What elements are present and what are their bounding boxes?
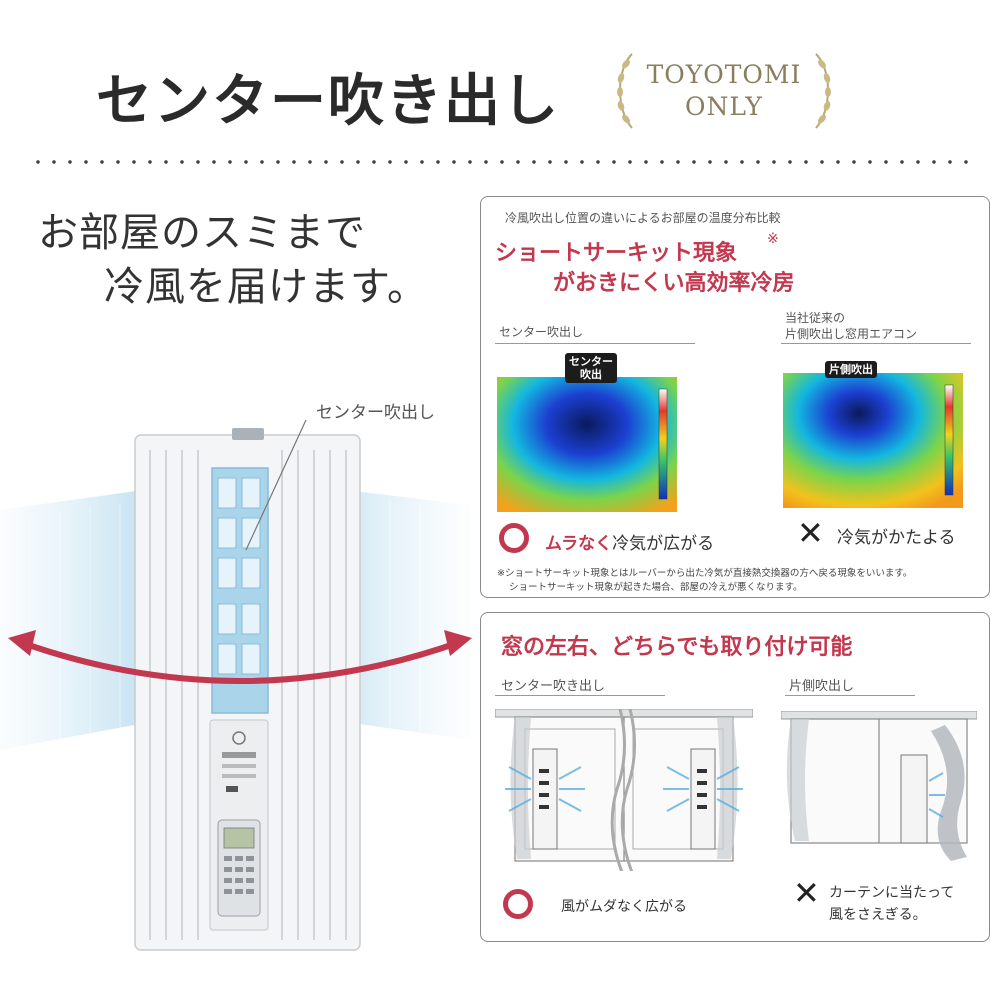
label-center-outlet: センター吹出し	[499, 325, 584, 339]
window-air-conditioner-illustration	[0, 419, 472, 951]
lead-line-1: お部屋のスミまで	[38, 210, 366, 256]
temperature-comparison-panel: 冷風吹出し位置の違いによるお部屋の温度分布比較 ショートサーキット現象 ※ がお…	[480, 196, 990, 598]
tag-side-outlet: 片側吹出	[825, 361, 877, 378]
thermal-image-side	[783, 373, 963, 508]
headline-short-circuit: ショートサーキット現象	[495, 241, 738, 266]
page-title: センター吹き出し	[96, 69, 560, 134]
tag-center-outlet: センター 吹出	[565, 353, 617, 383]
label-center-blow: センター吹き出し	[501, 679, 606, 694]
result-bad-install-1: カーテンに当たって	[829, 885, 955, 901]
installation-headline: 窓の左右、どちらでも取り付け可能	[501, 635, 853, 660]
headline-efficiency: がおきにくい高効率冷房	[553, 271, 795, 296]
laurel-right-icon	[815, 53, 831, 129]
label-side-blow: 片側吹出し	[789, 679, 855, 694]
footnote-1: ※ショートサーキット現象とはルーバーから出た冷気が直接熱交換器の方へ戻る現象をい…	[497, 568, 913, 579]
center-outlet-callout: センター吹出し	[316, 403, 435, 423]
cross-mark-icon: ✕	[793, 874, 820, 912]
result-bad-install-2: 風をさえぎる。	[829, 907, 927, 923]
circle-mark-icon	[503, 889, 533, 919]
thermal-image-center	[497, 377, 677, 512]
label-conventional-2: 片側吹出し窓用エアコン	[785, 327, 918, 341]
installation-panel: 窓の左右、どちらでも取り付け可能 センター吹き出し 片側吹出し	[480, 612, 990, 942]
cross-mark-icon: ✕	[797, 514, 824, 552]
badge-only: ONLY	[685, 92, 763, 121]
result-bad: 冷気がかたよる	[837, 528, 956, 548]
comparison-caption: 冷風吹出し位置の違いによるお部屋の温度分布比較	[505, 211, 781, 225]
badge-brand: TOYOTOMI	[646, 60, 802, 89]
headline-asterisk: ※	[767, 231, 779, 247]
laurel-left-icon	[617, 53, 633, 129]
circle-mark-icon	[499, 523, 529, 553]
lead-line-2: 冷風を届けます。	[104, 264, 428, 310]
window-scene-center	[495, 709, 753, 871]
footnote-2: ショートサーキット現象が起きた場合、部屋の冷えが悪くなります。	[509, 582, 803, 593]
dotted-divider	[30, 160, 970, 164]
result-good-install: 風がムダなく広がる	[561, 899, 687, 915]
window-scene-side	[781, 711, 977, 861]
result-good: ムラなく冷気が広がる	[545, 534, 715, 554]
double-arrow-icon	[8, 630, 472, 684]
toyotomi-only-badge: TOYOTOMI ONLY	[612, 46, 836, 132]
label-conventional-1: 当社従来の	[785, 311, 846, 325]
